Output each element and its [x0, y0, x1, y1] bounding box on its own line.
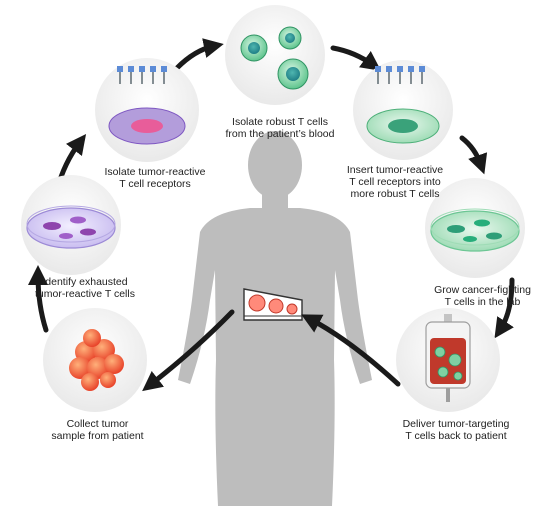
exhausted-cells-dish-icon: [21, 175, 121, 275]
label-isolate-receptors: Isolate tumor-reactive T cell receptors: [104, 166, 206, 190]
label-isolate-tcells: Isolate robust T cells from the patient’…: [225, 116, 335, 140]
label-grow: Grow cancer-fighting T cells in the lab: [434, 284, 531, 308]
label-identify: Identify exhausted tumor-reactive T cell…: [35, 276, 135, 300]
label-insert-receptors: Insert tumor-reactive T cell receptors i…: [346, 164, 444, 200]
receptor-isolation-icon: [95, 58, 199, 162]
label-collect: Collect tumor sample from patient: [51, 418, 144, 442]
arrow-body-to-collect: [142, 309, 235, 392]
arrow-receptors-to-tcells: [174, 38, 224, 71]
cell-culture-dish-icon: [425, 178, 525, 278]
arrow-deliver-to-body: [301, 314, 401, 387]
label-deliver: Deliver tumor-targeting T cells back to …: [402, 418, 510, 442]
receptor-insertion-icon: [353, 60, 453, 160]
arrow-insert-to-grow: [459, 135, 488, 175]
arrow-tcells-to-insert: [330, 45, 382, 71]
tumor-icon: [43, 308, 147, 412]
human-body-silhouette: [178, 131, 372, 506]
tcells-icon: [225, 5, 325, 105]
infusion-bag-icon: [396, 308, 500, 412]
arrow-collect-to-identify: [28, 265, 49, 333]
arrow-grow-to-deliver: [494, 277, 515, 339]
tumor-sample-icon: [243, 288, 303, 321]
